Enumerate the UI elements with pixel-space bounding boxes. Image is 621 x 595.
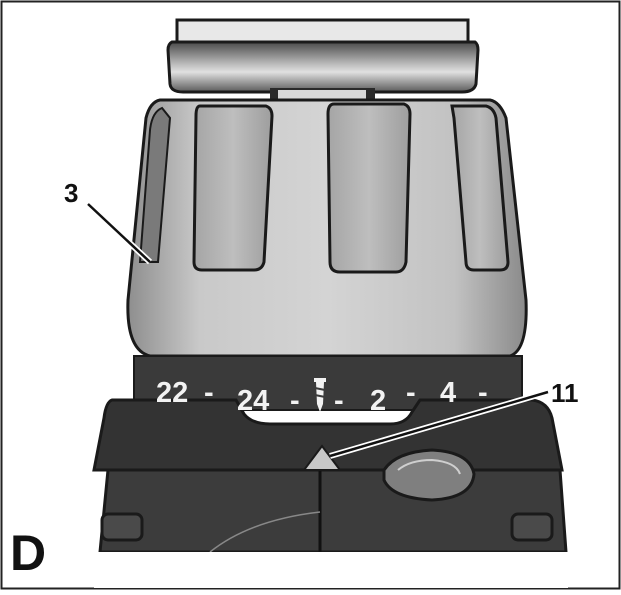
scale-separator: -: [290, 385, 300, 417]
callout-label: 11: [551, 378, 579, 408]
scale-number: 24: [237, 385, 269, 417]
scale-separator: -: [334, 385, 344, 417]
figure-label: D: [10, 525, 47, 581]
side-clip: [100, 512, 144, 542]
grip-slot: [450, 104, 510, 272]
gear-selector: [382, 448, 476, 502]
scale-number: 2: [370, 385, 386, 417]
callout-label: 3: [64, 178, 78, 208]
scale-number: 22: [156, 377, 188, 409]
grip-slot: [192, 104, 274, 272]
screw-icon: [314, 378, 326, 412]
scale-separator: -: [406, 377, 416, 409]
torque-collar: [126, 98, 528, 358]
side-clip: [510, 512, 554, 542]
scale-number: 4: [440, 377, 456, 409]
callout-3: 3: [64, 178, 153, 265]
ring-scale: 22 - 24 - - 2 - 4 -: [156, 377, 488, 417]
grip-slot: [138, 106, 172, 263]
grip-slot: [326, 102, 412, 274]
scale-separator: -: [204, 377, 214, 409]
drill-housing: [92, 398, 568, 588]
callout-11: 11: [329, 378, 579, 459]
chuck-cap: [166, 18, 480, 106]
scale-separator: -: [478, 377, 488, 409]
